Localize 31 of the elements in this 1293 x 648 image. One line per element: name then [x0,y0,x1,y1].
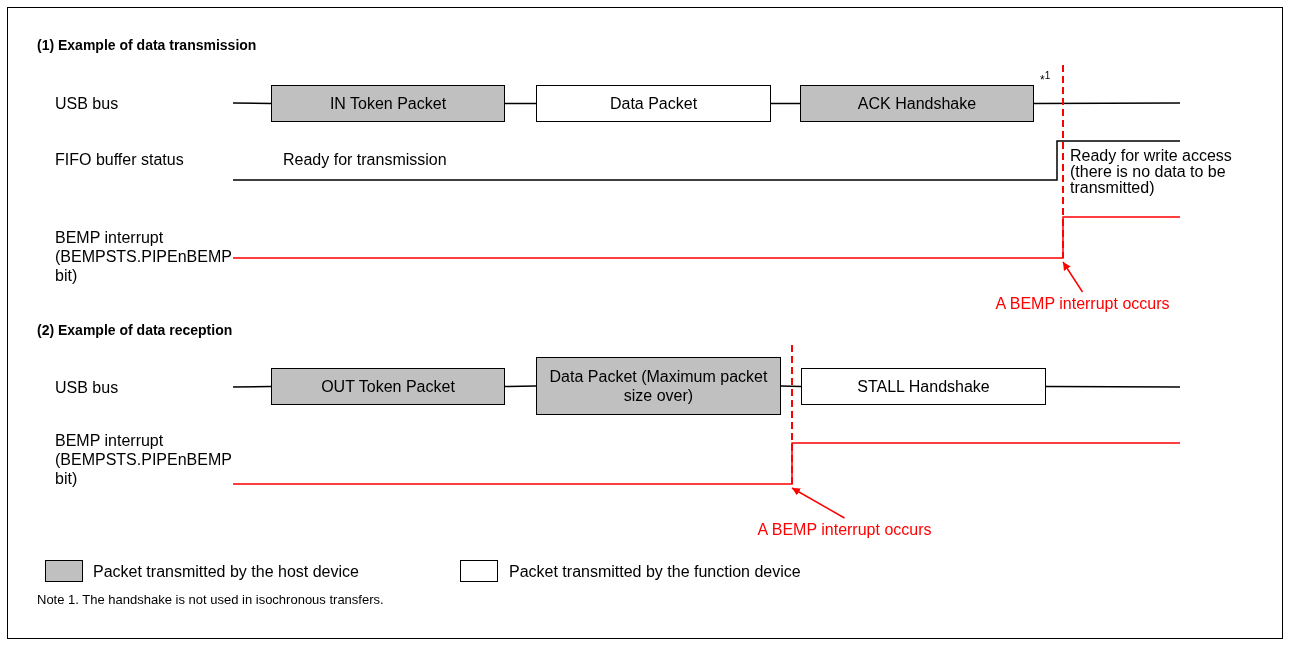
section-heading: (2) Example of data reception [37,321,234,340]
bus-line [504,385,537,388]
bus-line [770,102,801,105]
arrow [1062,261,1084,293]
section-heading: (1) Example of data transmission [37,36,258,55]
packet-box: ACK Handshake [800,85,1034,122]
legend-text: Packet transmitted by the function device [509,562,801,581]
signal-state-text: Ready for transmission [283,150,448,169]
bus-line [1033,102,1181,105]
packet-box: Data Packet [536,85,771,122]
packet-box: STALL Handshake [801,368,1046,405]
packet-box: OUT Token Packet [271,368,505,405]
signal-state-text: Ready for write access (there is no data to be transmitted) [1070,148,1233,196]
bus-line [232,102,272,105]
footnote-mark: *$^{1}$ [1040,69,1052,89]
annotation-text: A BEMP interrupt occurs [975,292,1190,314]
bus-line [504,102,537,105]
bus-line [232,385,272,388]
note-text: Note 1. The handshake is not used in isochronous transfers. [37,591,385,609]
signal-name: FIFO buffer status [55,150,185,169]
legend-text: Packet transmitted by the host device [93,562,359,581]
bus-line [1045,385,1181,388]
packet-box: IN Token Packet [271,85,505,122]
arrow [791,487,846,519]
signal-name: BEMP interrupt (BEMPSTS.PIPEnBEMP bit) [55,228,230,285]
signal-name: USB bus [55,94,120,113]
bus-line [780,385,802,388]
signal-name: BEMP interrupt (BEMPSTS.PIPEnBEMP bit) [55,431,230,488]
packet-box: Data Packet (Maximum packet size over) [536,357,781,415]
signal-name: USB bus [55,378,120,397]
annotation-text: A BEMP interrupt occurs [737,518,952,540]
